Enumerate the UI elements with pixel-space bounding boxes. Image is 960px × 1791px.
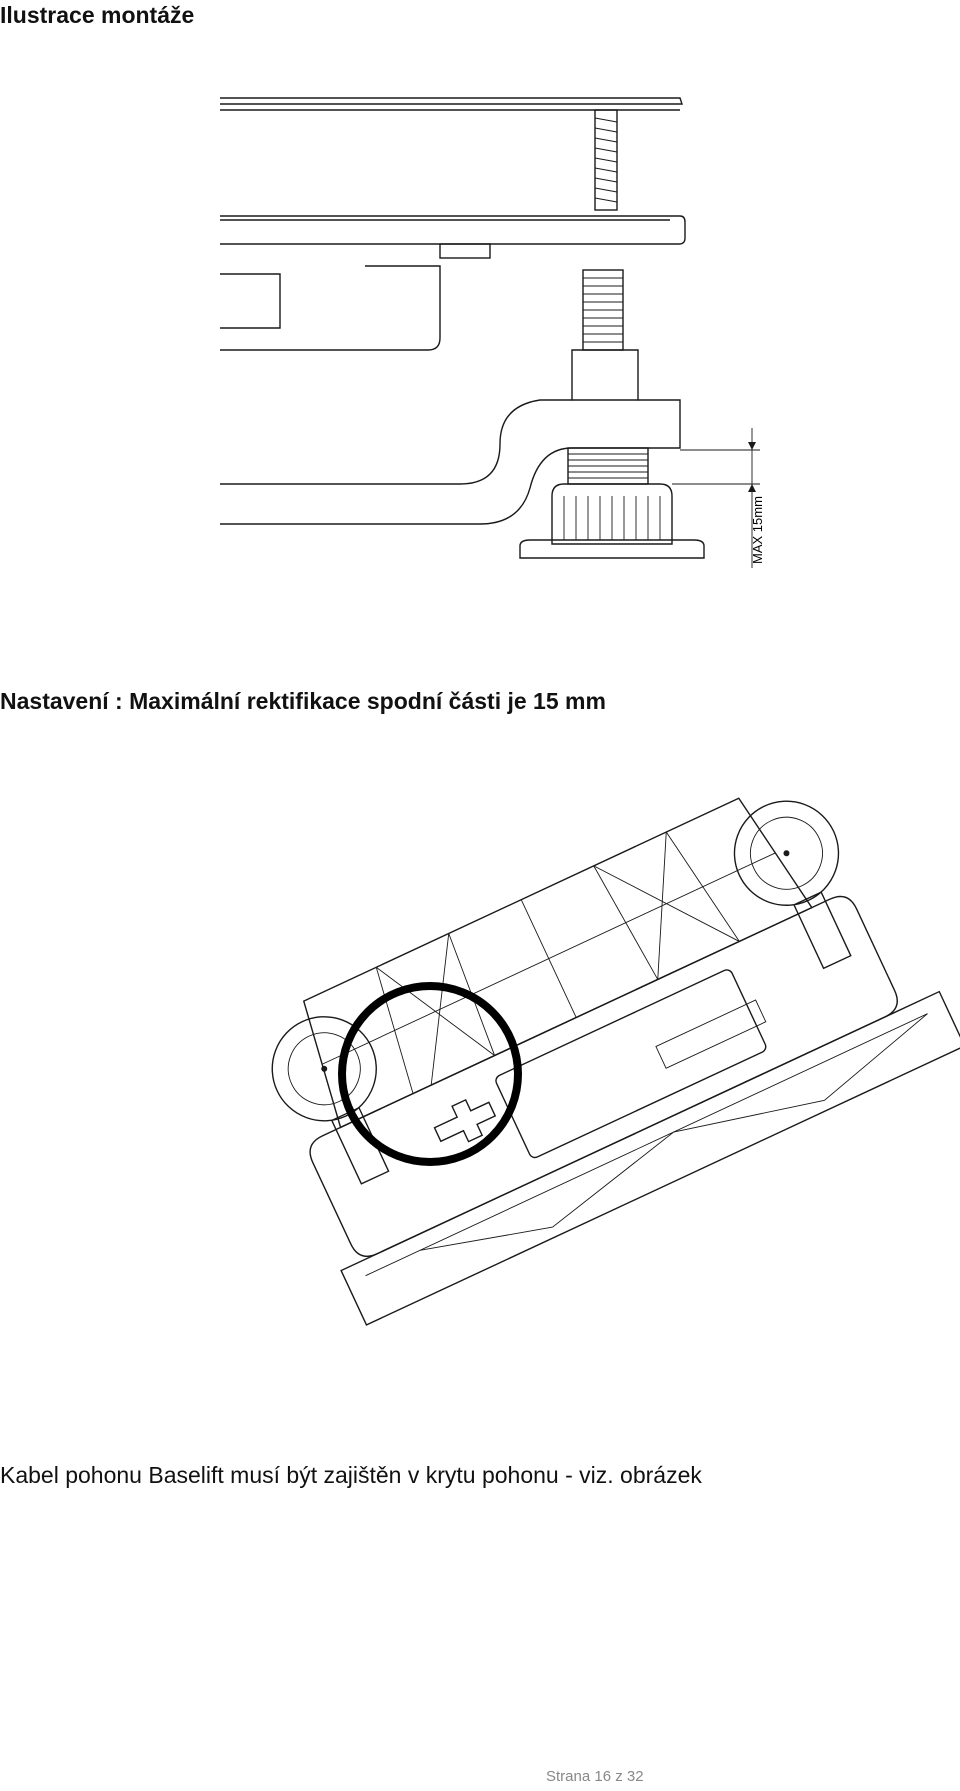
cable-caption: Kabel pohonu Baselift musí být zajištěn …: [0, 1462, 702, 1488]
highlight-circle: [338, 982, 522, 1166]
adjustment-caption: Nastavení : Maximální rektifikace spodní…: [0, 688, 606, 714]
adjustment-foot-svg: MAX 15mm: [220, 97, 765, 568]
page-title: Ilustrace montáže: [0, 2, 195, 28]
baselift-svg: [271, 797, 960, 1326]
adjustment-foot-drawing: MAX 15mm: [200, 88, 800, 578]
baselift-underside-drawing: [250, 780, 960, 1400]
dimension-label: MAX 15mm: [750, 496, 765, 564]
page-number: Strana 16 z 32: [546, 1768, 644, 1785]
